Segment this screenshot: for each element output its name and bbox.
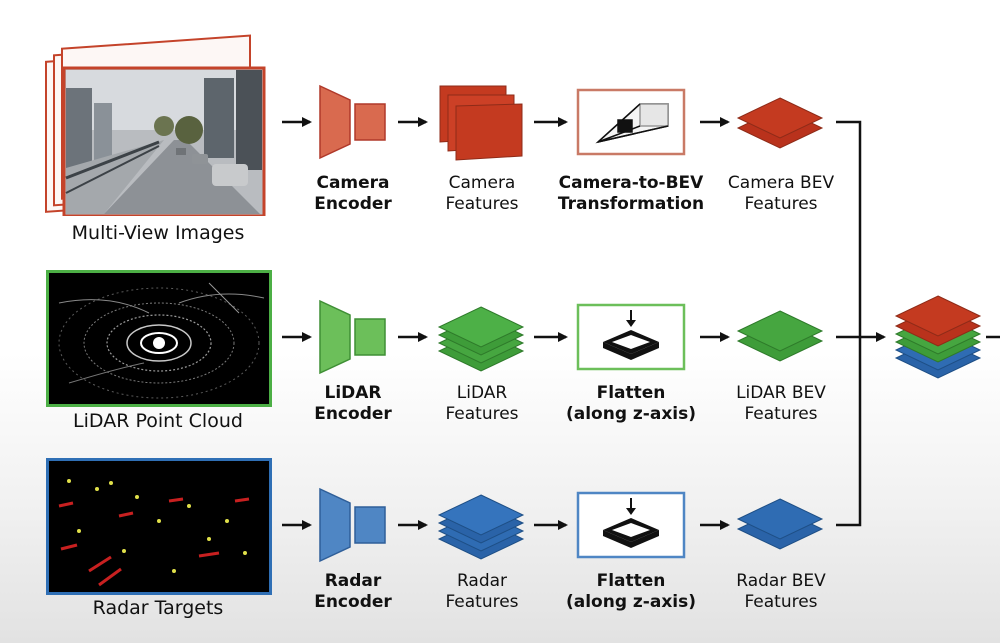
camera-features-icon	[439, 85, 523, 161]
radar-features-icon	[437, 494, 525, 560]
radar-bev-icon	[736, 498, 824, 550]
merge-connector	[836, 120, 862, 527]
lidar-encoder-icon	[319, 299, 386, 375]
multi-view-images	[44, 26, 274, 218]
radar-target-image	[58, 479, 250, 587]
radar-flatten-label: Flatten(along z-axis)	[565, 571, 697, 612]
camera-bev-icon	[736, 97, 824, 149]
camera-encoder-icon	[319, 84, 386, 160]
lidar-flatten-icon	[603, 310, 659, 360]
camera-frustum-icon	[595, 103, 669, 144]
lidar-features-icon	[437, 306, 525, 372]
flow-arrows	[282, 117, 730, 530]
fused-bev-stack-icon	[894, 295, 982, 379]
point-cloud-image	[58, 282, 265, 399]
radar-targets	[46, 458, 272, 595]
lidar-point-cloud	[46, 270, 272, 407]
lidar-point-cloud-caption: LiDAR Point Cloud	[73, 410, 243, 432]
multi-view-images-caption: Multi-View Images	[71, 222, 245, 244]
radar-targets-caption: Radar Targets	[92, 597, 224, 619]
lidar-bev-icon	[736, 310, 824, 362]
lidar-flatten-label: Flatten(along z-axis)	[565, 383, 697, 424]
radar-flatten-icon	[603, 498, 659, 548]
camera-image-stack	[45, 34, 266, 218]
radar-encoder-icon	[319, 487, 386, 563]
